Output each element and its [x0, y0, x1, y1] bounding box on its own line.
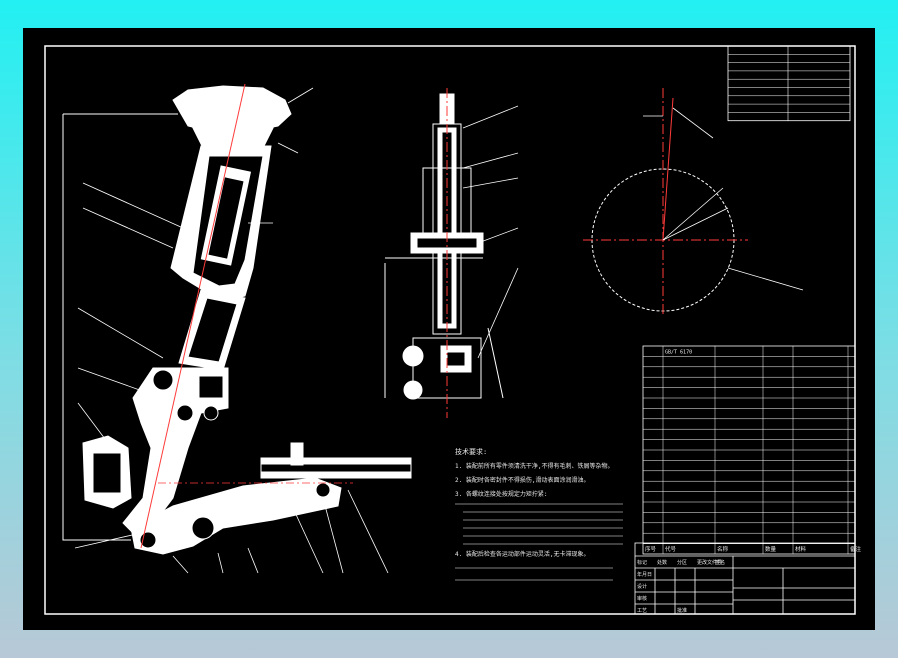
- tech-requirement-line: 3. 各螺纹连接处按规定力矩拧紧:: [455, 490, 547, 498]
- section-view: [384, 88, 519, 418]
- drawing-sheet: 技术要求: 1. 装配前所有零件须清洗干净,不得有毛刺、铁屑等杂物。 2. 装配…: [23, 28, 875, 630]
- title-block-label: 工艺: [637, 608, 647, 614]
- title-block-label: 签名: [715, 559, 725, 566]
- title-block-label: 批准: [677, 607, 687, 614]
- title-block-label: 标记: [637, 559, 647, 566]
- bom-header-cell: 代号: [665, 545, 677, 553]
- title-block-label: 审核: [637, 595, 647, 602]
- title-block-label: 设计: [637, 583, 647, 590]
- drawing-border: [44, 45, 856, 615]
- parameter-table: [727, 45, 851, 122]
- tech-requirements-title: 技术要求:: [455, 447, 487, 456]
- bom-header-cell: 备注: [850, 545, 862, 553]
- params-table-frame: [727, 45, 851, 122]
- bom-header-cell: 序号: [645, 545, 657, 553]
- bill-of-materials: GB/T 6170 序号代号 名称 数量 材料 备注: [642, 345, 862, 555]
- bom-cell: GB/T 6170: [665, 350, 692, 356]
- bom-header-cell: 数量: [765, 545, 777, 553]
- bom-header-cell: 名称: [717, 545, 729, 553]
- title-block-label: 更改文件号: [697, 559, 722, 566]
- tech-requirement-line: 2. 装配时各密封件不得损伤,滑动表面涂润滑油。: [455, 476, 589, 484]
- title-block-label: 年月日: [637, 571, 652, 578]
- technical-requirements: 技术要求: 1. 装配前所有零件须清洗干净,不得有毛刺、铁屑等杂物。 2. 装配…: [455, 447, 623, 581]
- title-block-label: 分区: [677, 559, 687, 566]
- title-block-label: 处数: [657, 559, 667, 566]
- kingpin-geometry-view: [583, 88, 804, 316]
- title-block: [634, 542, 856, 615]
- bom-header-cell: 材料: [795, 545, 807, 553]
- strut-assembly-view: [62, 83, 412, 574]
- tech-requirement-line: 1. 装配前所有零件须清洗干净,不得有毛刺、铁屑等杂物。: [455, 462, 613, 470]
- cad-drawing: 技术要求: 1. 装配前所有零件须清洗干净,不得有毛刺、铁屑等杂物。 2. 装配…: [44, 45, 862, 615]
- tech-requirement-line: 4. 装配后检查各运动部件运动灵活,无卡滞现象。: [455, 550, 589, 558]
